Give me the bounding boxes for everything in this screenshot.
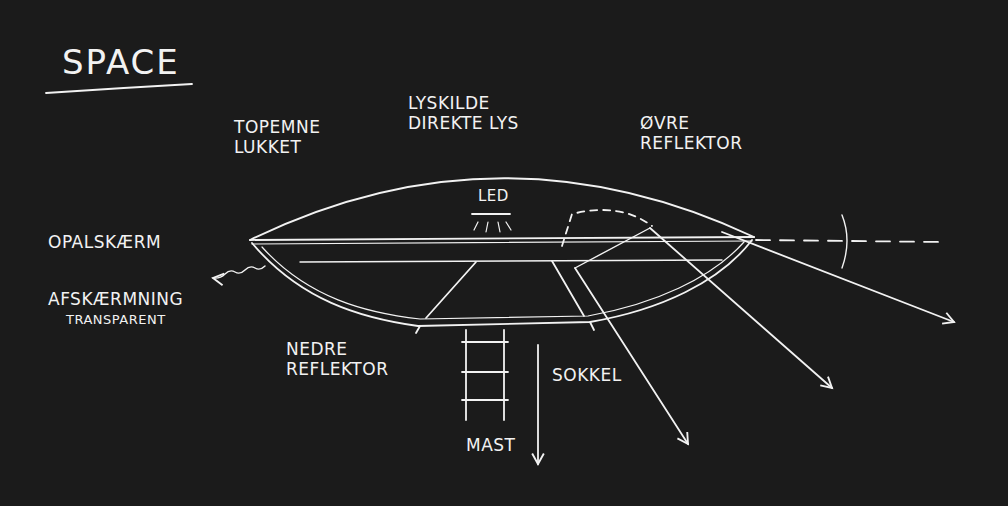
part-label: TOPEMNE LUKKET [234, 118, 320, 157]
diffuse-arrow [213, 266, 265, 278]
led-label: LED [478, 188, 509, 205]
note-label: TRANSPARENT [66, 313, 166, 328]
horizon-line [756, 240, 944, 242]
led-symbol [472, 213, 510, 215]
part-label: MAST [466, 436, 515, 456]
light-ray [722, 232, 954, 322]
mast-bars [462, 342, 508, 400]
opal-screen-line [252, 241, 752, 244]
part-label: NEDRE REFLEKTOR [286, 340, 388, 379]
part-label: LYSKILDE DIREKTE LYS [408, 94, 558, 133]
angle-arc [842, 215, 847, 268]
inner-reflector-side [426, 262, 476, 318]
led-rays [474, 222, 511, 232]
bowl-inner [262, 242, 744, 319]
bowl-edge [416, 326, 420, 333]
upper-reflector [562, 210, 652, 246]
part-label: OPALSKÆRM [48, 233, 161, 253]
light-ray [650, 228, 832, 388]
mast [466, 330, 504, 420]
part-label: AFSKÆRMNING [48, 290, 183, 310]
inner-reflector-side [552, 261, 584, 316]
part-label: ØVRE REFLEKTOR [640, 114, 742, 153]
inner-reflector-line [300, 260, 722, 262]
light-ray [575, 268, 688, 444]
down-arrow [537, 345, 539, 464]
part-label: SOKKEL [552, 366, 622, 386]
title: SPACE [62, 42, 180, 82]
light-ray [575, 228, 650, 268]
bowl-edge [590, 322, 594, 330]
title-underline [46, 84, 192, 93]
opal-screen-line [250, 237, 754, 240]
top-cover [250, 178, 754, 240]
